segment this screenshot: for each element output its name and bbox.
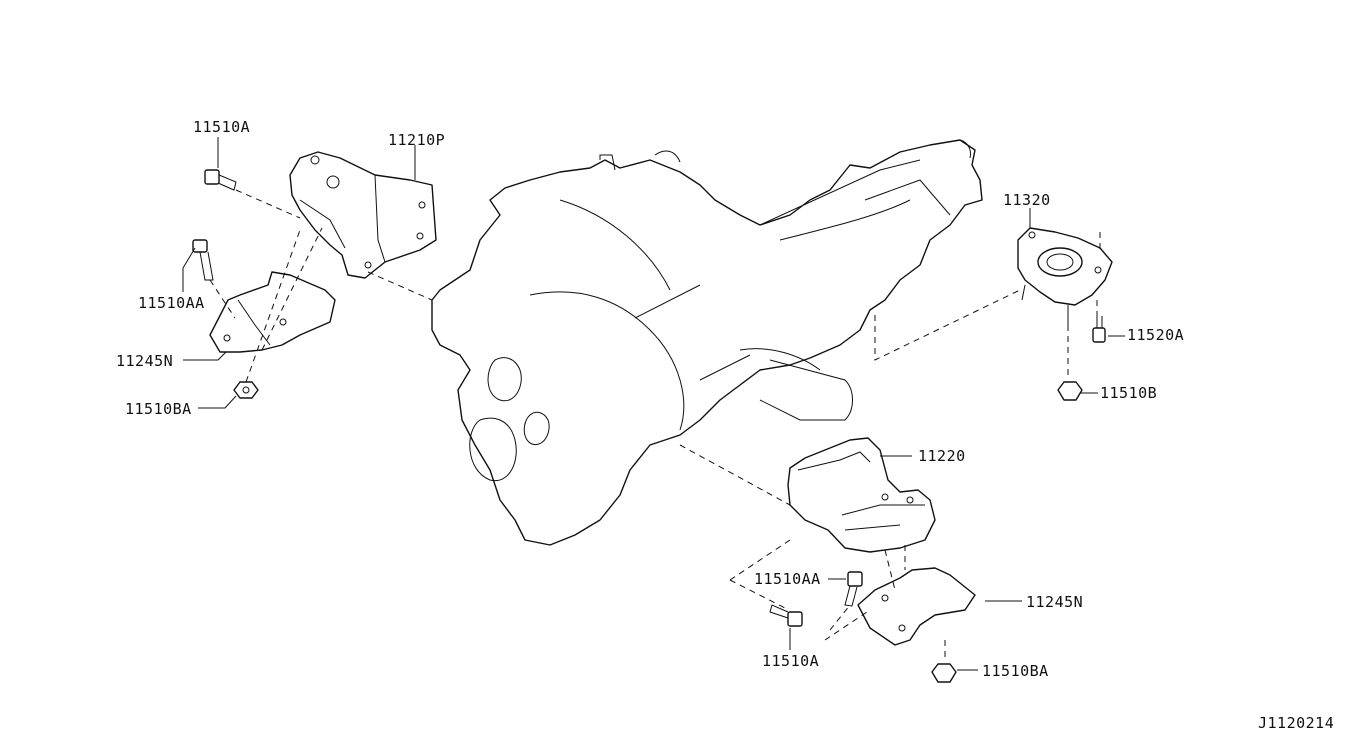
label-11510A-top: 11510A [193, 118, 251, 136]
bolt-11520A [1092, 316, 1106, 343]
engine-assembly [431, 139, 983, 546]
label-11510AA-right: 11510AA [754, 570, 821, 588]
label-11210P: 11210P [388, 131, 446, 149]
leader-lines [182, 137, 1125, 671]
label-11320: 11320 [1003, 191, 1051, 209]
label-11220: 11220 [918, 447, 966, 465]
bracket-11220 [787, 437, 936, 553]
bolt-11510A-top [204, 169, 237, 191]
label-11510BA-right: 11510BA [982, 662, 1049, 680]
nut-11510B [1057, 381, 1083, 401]
nut-11510BA-left [233, 381, 259, 399]
bolt-11510AA-left [192, 239, 214, 281]
insulator-11245N-right [857, 567, 976, 646]
assembly-lines [209, 189, 1101, 662]
label-11245N-left: 11245N [116, 352, 174, 370]
bolt-11510AA-right [844, 571, 863, 607]
label-11510B: 11510B [1100, 384, 1158, 402]
insulator-11245N-left [209, 271, 336, 353]
label-11510BA-left: 11510BA [125, 400, 192, 418]
mount-11320 [1017, 227, 1113, 325]
label-11510AA-left: 11510AA [138, 294, 205, 312]
label-11510A-bottom: 11510A [762, 652, 820, 670]
nut-11510BA-right [931, 663, 957, 683]
label-11245N-right: 11245N [1026, 593, 1084, 611]
bolt-11510A-bottom [769, 604, 803, 627]
label-11520A: 11520A [1127, 326, 1185, 344]
bracket-11210P [289, 151, 437, 279]
diagram-code: J1120214 [1258, 714, 1335, 732]
